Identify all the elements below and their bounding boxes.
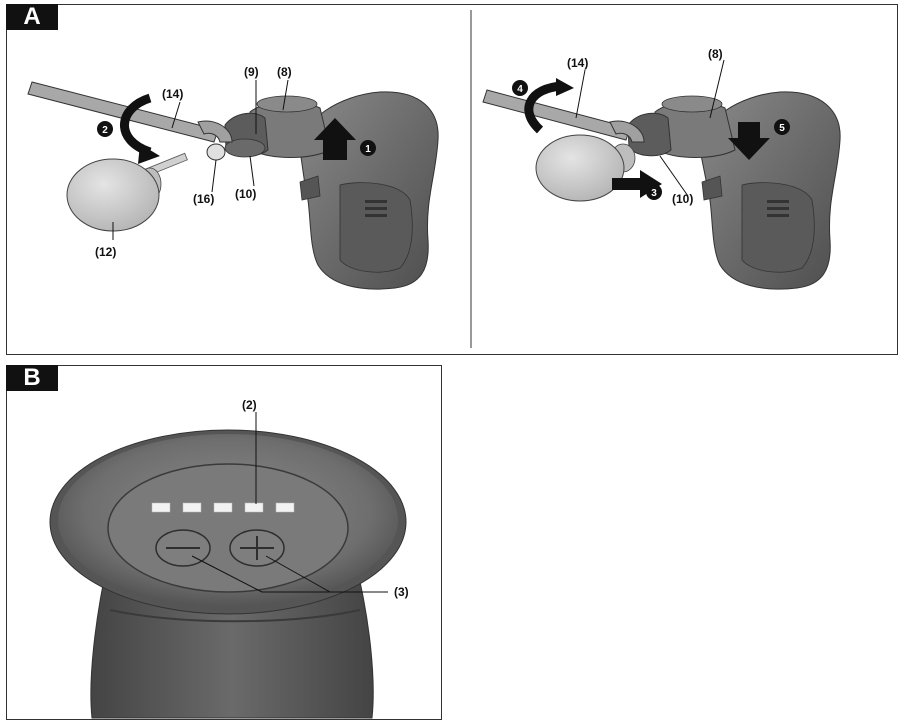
step-marker-4: 4 [512, 80, 528, 96]
step-marker-2: 2 [97, 121, 113, 137]
led-segment [151, 502, 171, 513]
step-marker-3: 3 [646, 184, 662, 200]
callout-2: (2) [242, 398, 257, 412]
led-segment [182, 502, 202, 513]
svg-text:3: 3 [651, 188, 657, 199]
led-segment [244, 502, 264, 513]
tool-left [27, 81, 439, 290]
tool-right [482, 78, 841, 290]
callout-16-left: (16) [193, 192, 214, 206]
led-segment [213, 502, 233, 513]
callout-12-left: (12) [95, 245, 116, 259]
callout-8-right: (8) [708, 47, 723, 61]
svg-text:5: 5 [779, 123, 785, 134]
speed-indicator-leds [151, 502, 295, 513]
callout-10-left: (10) [235, 187, 256, 201]
callout-14-right: (14) [567, 56, 588, 70]
led-segment [275, 502, 295, 513]
callout-10-right: (10) [672, 192, 693, 206]
step-marker-1: 1 [360, 140, 376, 156]
figure-b-label: B [6, 365, 58, 391]
callout-14-left: (14) [162, 87, 183, 101]
callout-8-left: (8) [277, 65, 292, 79]
step-marker-5: 5 [774, 119, 790, 135]
figure-a-label: A [6, 4, 58, 30]
svg-text:1: 1 [365, 144, 371, 155]
callout-9-left: (9) [244, 65, 259, 79]
svg-text:4: 4 [517, 84, 523, 95]
callout-3: (3) [394, 585, 409, 599]
svg-text:2: 2 [102, 125, 108, 136]
tool-top-view [49, 429, 407, 719]
